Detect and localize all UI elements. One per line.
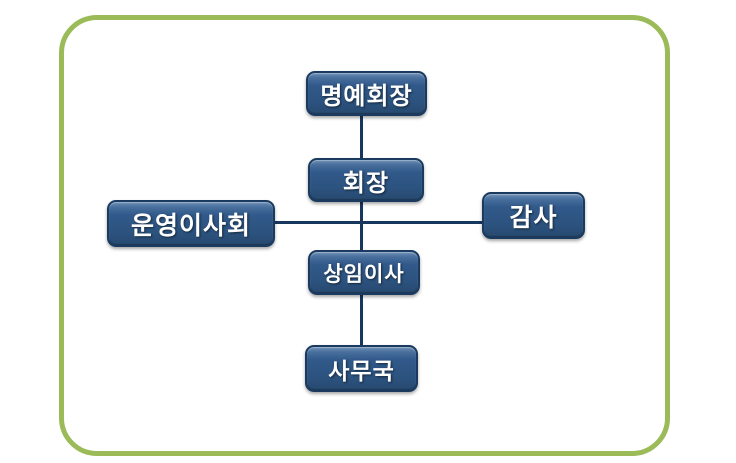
node-secretariat: 사무국 bbox=[305, 345, 418, 392]
node-operating-board-label: 운영이사회 bbox=[130, 211, 251, 240]
connector-executive-to-secretariat bbox=[360, 295, 363, 345]
node-auditor-label: 감사 bbox=[509, 203, 558, 232]
node-auditor: 감사 bbox=[482, 192, 585, 239]
node-chairman-label: 회장 bbox=[342, 169, 390, 197]
node-honorary-chairman-label: 명예회장 bbox=[320, 83, 413, 110]
connector-board-to-auditor bbox=[275, 221, 482, 224]
node-executive-director: 상임이사 bbox=[308, 250, 420, 295]
node-executive-director-label: 상임이사 bbox=[323, 262, 405, 286]
connector-honorary-to-chairman bbox=[360, 116, 363, 158]
connector-chairman-to-executive bbox=[360, 202, 363, 250]
node-honorary-chairman: 명예회장 bbox=[306, 71, 427, 116]
node-chairman: 회장 bbox=[308, 158, 424, 202]
node-secretariat-label: 사무국 bbox=[328, 357, 395, 384]
node-operating-board: 운영이사회 bbox=[107, 200, 275, 247]
